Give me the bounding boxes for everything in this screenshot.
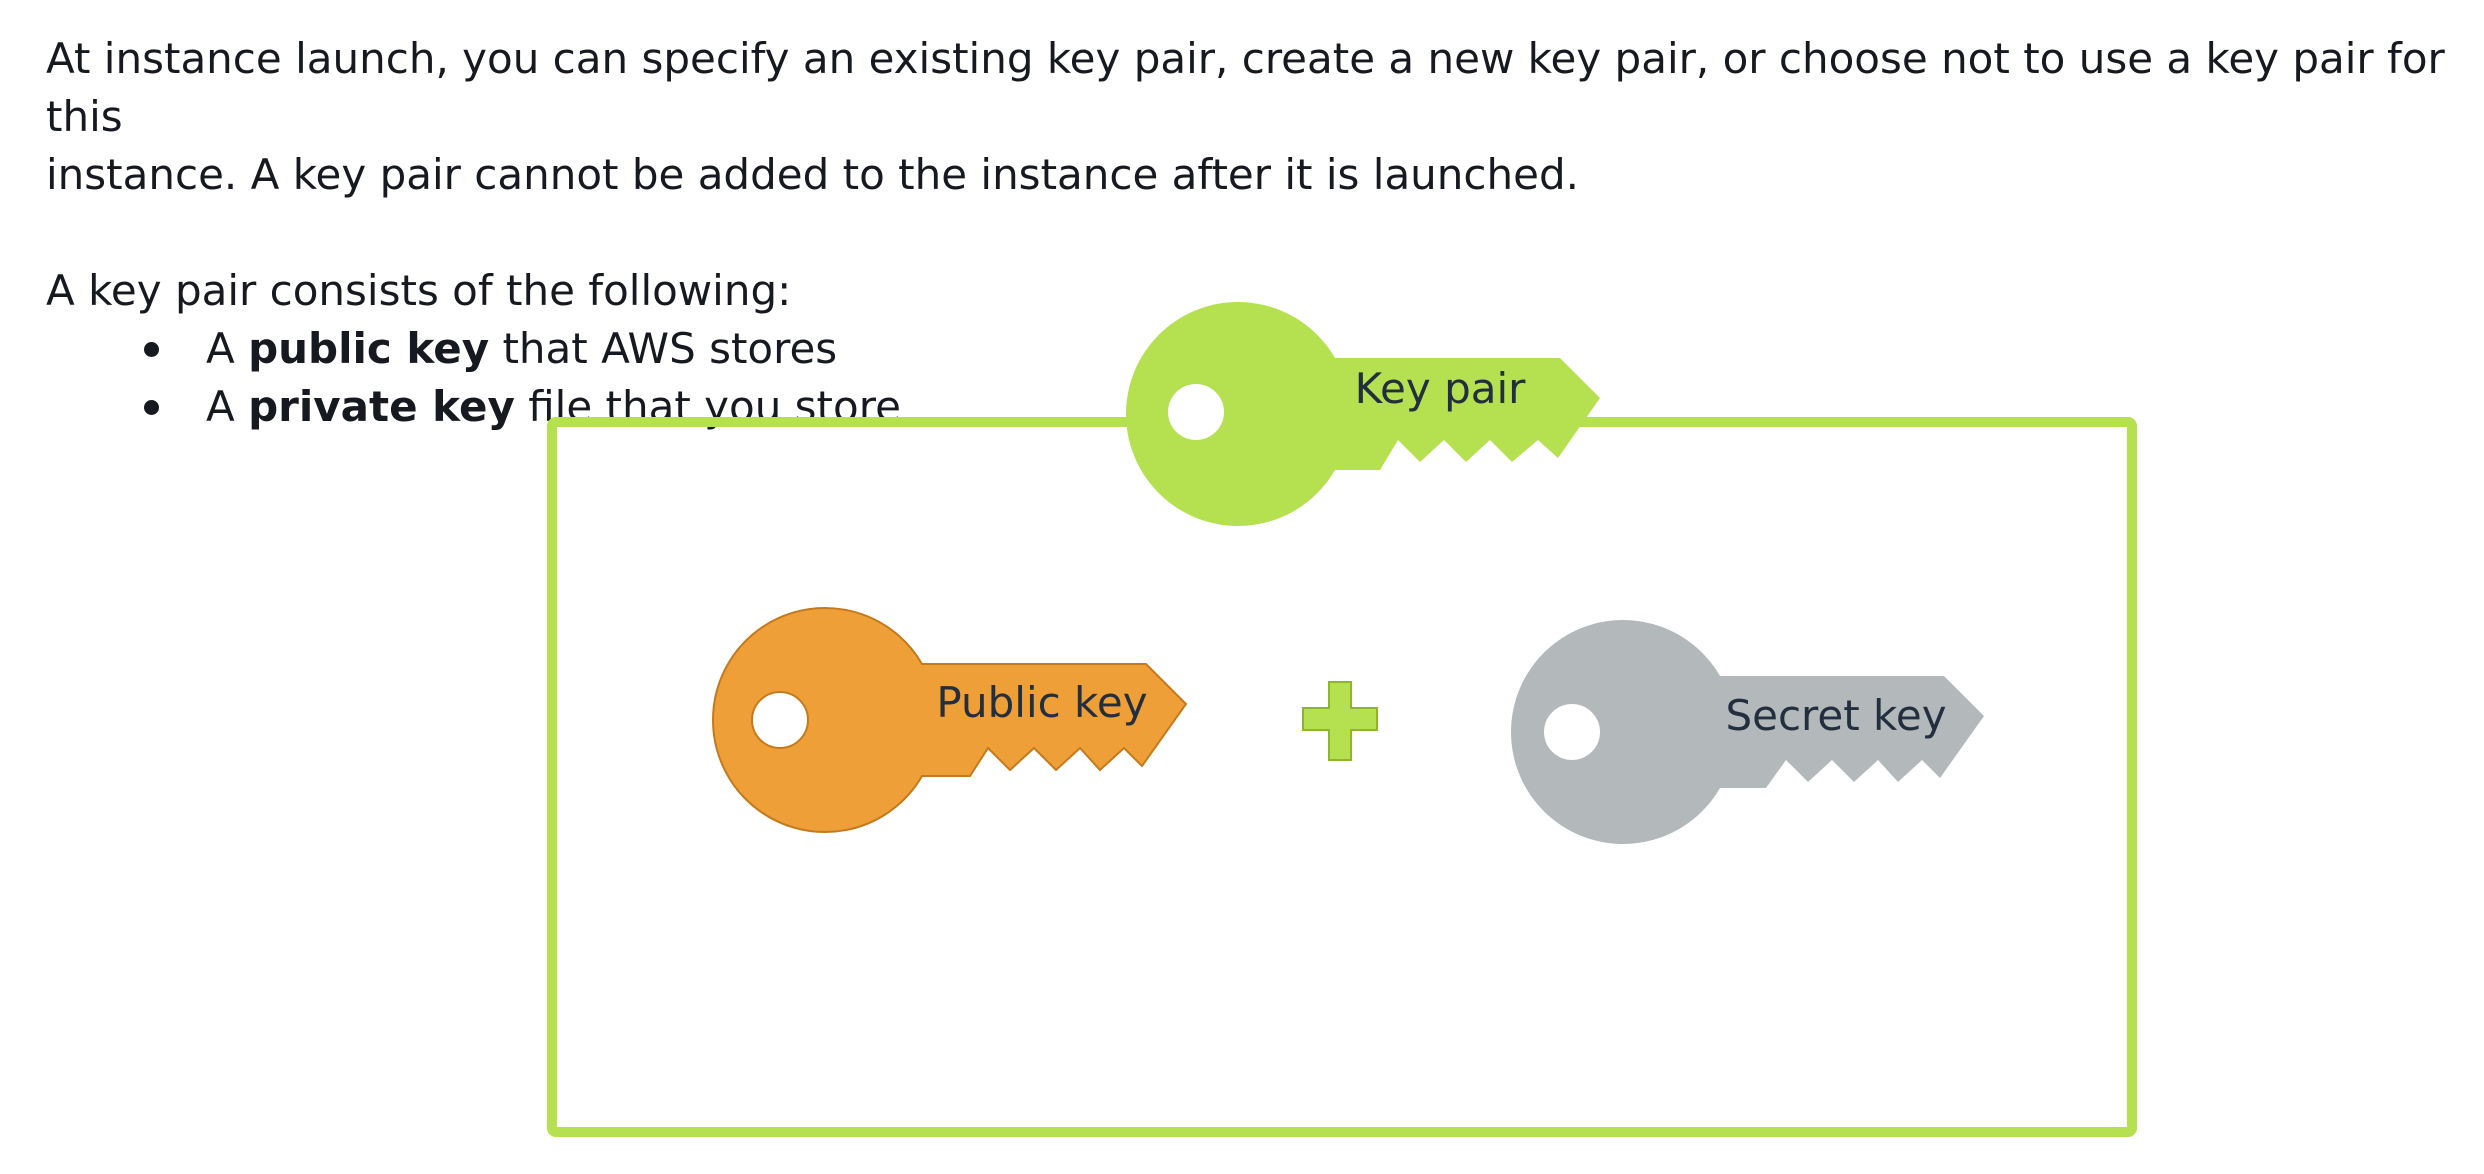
item-suffix: that AWS stores xyxy=(489,324,838,373)
intro-line-1: At instance launch, you can specify an e… xyxy=(46,34,2445,141)
composition-lead: A key pair consists of the following: xyxy=(46,266,792,315)
plus-icon xyxy=(1302,681,1378,761)
public-key-shape xyxy=(712,607,1188,833)
bullet-icon xyxy=(144,342,159,357)
key-pair-icon: Key pair xyxy=(1126,302,1600,526)
secret-key-icon: Secret key xyxy=(1511,620,1984,844)
plus-shape xyxy=(1302,681,1378,761)
public-key-hole xyxy=(751,691,809,749)
item-prefix: A xyxy=(206,324,249,373)
item-prefix: A xyxy=(206,382,249,431)
key-pair-key-hole xyxy=(1168,384,1224,440)
key-pair-key-shape xyxy=(1126,302,1600,526)
bullet-icon xyxy=(144,400,159,415)
secret-key-hole xyxy=(1544,704,1600,760)
article-text: At instance launch, you can specify an e… xyxy=(46,30,2466,436)
intro-line-2: instance. A key pair cannot be added to … xyxy=(46,150,1579,199)
secret-key-label: Secret key xyxy=(1725,691,1946,740)
item-term-public-key: public key xyxy=(248,324,490,373)
public-key-label: Public key xyxy=(936,678,1147,727)
secret-key-shape xyxy=(1511,620,1984,844)
public-key-icon: Public key xyxy=(712,607,1188,833)
key-pair-label: Key pair xyxy=(1355,364,1527,413)
composition-list: A public key that AWS stores A private k… xyxy=(46,320,2466,436)
list-item: A public key that AWS stores xyxy=(144,320,2466,378)
item-term-private-key: private key xyxy=(248,382,515,431)
